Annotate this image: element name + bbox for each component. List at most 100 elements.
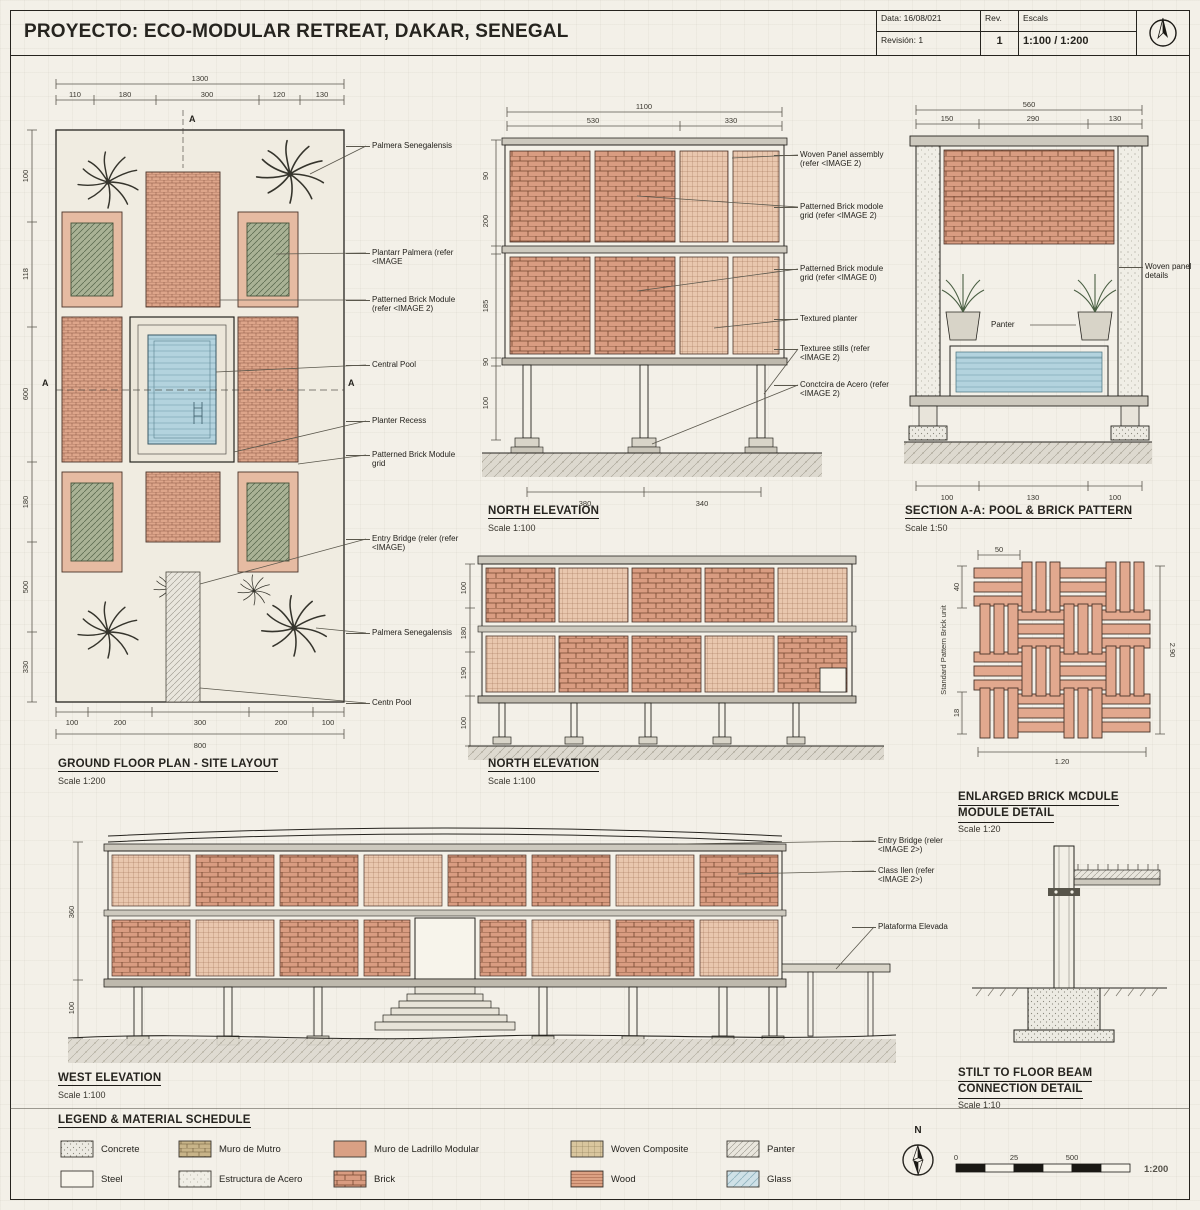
legend-item: Wood <box>570 1170 636 1188</box>
annotation: Texturee stills (refer <IMAGE 2) <box>774 344 898 363</box>
base-slab <box>477 695 857 704</box>
base-slab <box>501 357 788 366</box>
dim-label: 100 <box>21 170 30 183</box>
caption-north-elevation-1: NORTH ELEVATION <box>488 505 600 519</box>
concrete-footing <box>1027 987 1101 1031</box>
dim-label: 100 <box>322 718 335 727</box>
woven-panel <box>732 256 780 355</box>
elev1-building <box>501 137 788 366</box>
woven-panel <box>679 256 729 355</box>
brick-module-detail-svg: 50 40 18 1.20 2.90 Standard Pattern Bric… <box>939 545 1177 766</box>
legend-swatch-muro-de-mutro <box>178 1140 212 1158</box>
footing <box>712 736 732 745</box>
ground-hatch <box>904 442 1152 464</box>
scale-label: 0 <box>954 1153 958 1162</box>
base-slab <box>103 978 787 988</box>
annotation: Centn Pool <box>346 698 460 707</box>
legend-label: Muro de Mutro <box>219 1143 281 1155</box>
roof-slab <box>501 137 788 146</box>
legend-swatch-glass <box>726 1170 760 1188</box>
brick-panel <box>485 567 556 623</box>
dim-label: 130 <box>1027 493 1040 502</box>
section-planters <box>941 274 1117 341</box>
caption-line: MODULE DETAIL <box>958 806 1055 823</box>
pool-ladder <box>193 402 203 424</box>
legend-swatch-estructura-de-acero <box>178 1170 212 1188</box>
ground-line <box>67 1034 897 1040</box>
annotation: Conctcira de Acero (refer <IMAGE 2) <box>774 380 898 399</box>
legend-label: Woven Composite <box>611 1143 689 1155</box>
annotation: Palmera Senegalensis <box>346 628 460 637</box>
brick-panel <box>279 854 359 907</box>
caption-line: STILT TO FLOOR BEAM <box>958 1066 1093 1083</box>
dim-label: 100 <box>941 493 954 502</box>
plan-leader-lines <box>199 145 367 704</box>
floor-slab <box>477 625 857 633</box>
legend-swatch-woven-composite <box>570 1140 604 1158</box>
stilt <box>538 986 548 1037</box>
dim-label: 180 <box>459 627 468 640</box>
dim-label: 100 <box>66 718 79 727</box>
woven-panel <box>704 635 775 693</box>
titleblock-rev-label: Rev. <box>981 10 1018 32</box>
ground-hatch <box>482 453 822 477</box>
caption-section-aa: SECTION A-A: POOL & BRICK PATTERN <box>905 505 1133 519</box>
caption-line: CONNECTION DETAIL <box>958 1082 1083 1099</box>
top-slab <box>909 135 1149 147</box>
north-elevation-1-svg: 1100 530 330 90 200 185 90 100 380 340 <box>481 102 822 508</box>
dim-label: 530 <box>587 116 600 125</box>
legend-swatch-brick <box>333 1170 367 1188</box>
woven-panel <box>679 150 729 243</box>
brick-panel <box>631 567 702 623</box>
scale-stilt-detail: Scale 1:10 <box>958 1100 1001 1110</box>
planter-pot <box>1077 311 1113 341</box>
legend-swatch-steel <box>60 1170 94 1188</box>
central-courtyard <box>129 316 235 463</box>
titleblock-date: Data: 16/08/021 <box>877 10 980 32</box>
door <box>819 667 847 693</box>
west-panels-bottom <box>111 919 779 977</box>
brick-detail-dimension-lines <box>957 550 1165 757</box>
entry-path <box>165 571 201 703</box>
caption-brick-detail: ENLARGED BRICK MCDULE MODULE DETAIL <box>958 790 1119 823</box>
brick-panel <box>615 919 695 977</box>
platform-post <box>867 971 874 1037</box>
dim-label: 560 <box>1023 100 1036 109</box>
north-compass: N <box>893 1122 943 1195</box>
footing <box>1110 425 1150 441</box>
woven-panel <box>195 919 275 977</box>
brick-panel <box>704 567 775 623</box>
dim-label: 190 <box>459 667 468 680</box>
caption-line: ENLARGED BRICK MCDULE <box>958 790 1119 807</box>
woven-panel <box>363 854 443 907</box>
legend-title: LEGEND & MATERIAL SCHEDULE <box>58 1114 251 1128</box>
entry-steps <box>374 986 516 1031</box>
footing <box>514 437 540 448</box>
side-label: Standard Pattern Brick unit <box>939 604 948 695</box>
stilt <box>644 702 652 738</box>
titleblock-scale-value: 1:100 / 1:200 <box>1023 35 1089 47</box>
annotation: Palmera Senegalensis <box>346 141 460 150</box>
footing <box>786 736 806 745</box>
elev2-panels <box>485 567 848 693</box>
elev1-dimension-lines <box>491 107 783 497</box>
dim-label: 100 <box>459 717 468 730</box>
roof-slab <box>103 843 787 852</box>
stilt <box>498 702 506 738</box>
titleblock-north-cell <box>1136 10 1190 56</box>
brick-panel <box>531 854 611 907</box>
bolt <box>1070 890 1074 894</box>
legend-label: Wood <box>611 1173 636 1185</box>
plant <box>941 274 985 313</box>
dim-label: 300 <box>194 718 207 727</box>
legend-item: Estructura de Acero <box>178 1170 302 1188</box>
footing <box>748 437 774 448</box>
stilt-detail-svg <box>972 845 1167 1043</box>
scale-bar-svg: 0 25 500 1:200 <box>954 1153 1168 1175</box>
platform-post <box>807 971 814 1037</box>
elev1-stilts <box>510 364 778 454</box>
annotation: Patterned Brick Module (refer <IMAGE 2) <box>346 295 460 314</box>
dim-label: 130 <box>1109 114 1122 123</box>
annotation: Panter <box>991 320 1015 329</box>
